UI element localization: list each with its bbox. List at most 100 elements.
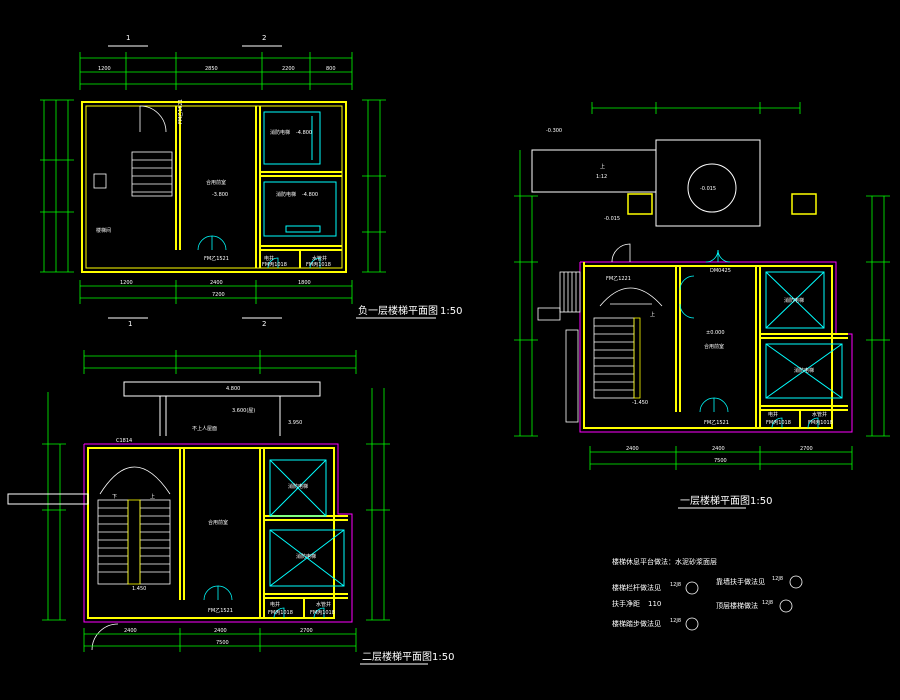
room-label-elevator-2-second: 消防电梯 (296, 553, 316, 560)
grid-label-1-bottom: 1 (128, 320, 132, 328)
room-label-hall-second: 合用前室 (208, 519, 228, 526)
room-label-stair: 楼梯间 (96, 227, 111, 234)
note-line-2-label: 楼梯栏杆做法见 (612, 583, 661, 592)
outline-first (579, 261, 853, 433)
up-label-stair: 上 (650, 311, 655, 318)
detail-callout-6 (685, 617, 699, 631)
door-label-well-2-second: FM丙1018 (310, 610, 335, 616)
door-label-elev-first: DM0425 (710, 268, 731, 274)
plan-first: -0.300 -0.015 上 1:12 -0.015 (514, 102, 890, 509)
door-label-hall-second: FM乙1521 (208, 607, 233, 614)
plan-second-title: 二层楼梯平面图 (362, 650, 432, 663)
level-entry: -0.015 (604, 216, 620, 222)
door-label-well-1: FM丙1018 (262, 262, 287, 268)
door-label-stair: FM乙1221 (606, 275, 631, 282)
up-label-ramp: 上 (600, 163, 605, 170)
note-roof: 不上人屋面 (192, 425, 217, 432)
grid-label-2-top: 2 (262, 34, 266, 42)
room-label-hall: 合用前室 (206, 179, 226, 186)
grid-label-1-top: 1 (126, 34, 130, 42)
dimension-chain-first-top (591, 102, 801, 114)
level-hall-second: 3.950 (288, 420, 302, 426)
canopy-first (531, 139, 761, 227)
plan-second-scale: 1:50 (432, 652, 454, 663)
well-label-1-second: 电井 (270, 601, 280, 608)
level-stair: -1.450 (632, 400, 648, 406)
plan-basement-title: 负一层楼梯平面图 (358, 304, 438, 317)
well-label-2-second: 水管井 (316, 601, 331, 608)
dim-bottom-1: 1200 (120, 280, 133, 286)
dimension-chain-left (40, 99, 74, 273)
well-label-2: 水管井 (312, 255, 327, 262)
level-roof: 3.600(屋) (232, 408, 255, 414)
dim-second-bottom-total: 7500 (216, 640, 229, 646)
room-label-elevator-2-first: 消防电梯 (794, 367, 814, 374)
note-line-6-ref: 12J8 (670, 618, 681, 624)
note-line-4-ref: 12J8 (772, 576, 783, 582)
dimension-chain-top (79, 52, 353, 90)
dimension-chain-first-left (514, 150, 538, 437)
dim-top-4: 800 (326, 66, 336, 72)
dimension-chain-right (362, 99, 386, 273)
plan-first-title: 一层楼梯平面图 (680, 494, 750, 507)
doors-first (611, 243, 819, 429)
dim-top-2: 2850 (205, 66, 218, 72)
dim-bottom-total: 7200 (212, 292, 225, 298)
door-label-hall-first: FM乙1521 (704, 419, 729, 426)
level-stair-second: 1.450 (132, 586, 146, 592)
dim-bottom-3: 1800 (298, 280, 311, 286)
notes-block: 楼梯休息平台做法：水泥砂浆面层 楼梯栏杆做法见 12J8 扶手净距 110 楼梯… (612, 557, 803, 631)
note-line-2-ref: 12J8 (670, 582, 681, 588)
room-label-elevator-1-first: 消防电梯 (784, 297, 804, 304)
steps-first-left (537, 271, 581, 423)
detail-callout-7 (779, 599, 793, 613)
level-hall: -3.800 (212, 192, 228, 198)
door-label-hall: FM乙1521 (204, 255, 229, 262)
detail-callout-4 (789, 575, 803, 589)
dim-second-bottom-2: 2400 (214, 628, 227, 634)
room-label-elevator-1: 消防电梯 (270, 129, 290, 136)
dim-first-bottom-total: 7500 (714, 458, 727, 464)
room-label-elevator-2: 消防电梯 (276, 191, 296, 198)
door-label-well-1-first: FM丙1018 (766, 420, 791, 426)
plan-first-scale: 1:50 (750, 496, 772, 507)
note-line-6-label: 楼梯踏步做法见 (612, 619, 661, 628)
room-label-elevator-1-second: 消防电梯 (288, 483, 308, 490)
detail-callout-2 (685, 581, 699, 595)
canopy-second (123, 381, 321, 436)
room-label-hall-first: 合用前室 (704, 343, 724, 350)
dim-first-bottom-1: 2400 (626, 446, 639, 452)
columns-first (627, 193, 817, 215)
stair-second (97, 466, 171, 585)
down-label-stair: 下 (112, 494, 117, 500)
doors-second (203, 585, 325, 619)
elevator-shafts-second (269, 459, 345, 587)
door-label-elev-second: C1814 (116, 438, 132, 444)
level-top: -0.015 (700, 186, 716, 192)
walls-basement (81, 101, 347, 273)
dim-top-1: 1200 (98, 66, 111, 72)
note-line-1: 楼梯休息平台做法：水泥砂浆面层 (612, 557, 717, 566)
doors-basement (197, 235, 321, 269)
plan-second: 4.800 3.600(屋) 不上人屋面 3.950 C1814 (7, 350, 454, 665)
level-canopy: 4.800 (226, 386, 240, 392)
dim-first-bottom-3: 2700 (800, 446, 813, 452)
stair-basement (93, 105, 173, 197)
door-label-well-2: FM丙1018 (306, 262, 331, 268)
door-hall-vertical: FM乙1521 (177, 99, 184, 124)
elevator-shafts-basement (263, 111, 337, 237)
dim-first-bottom-2: 2400 (712, 446, 725, 452)
dim-second-bottom-1: 2400 (124, 628, 137, 634)
level-pit-1: -4.800 (296, 130, 312, 136)
dimension-chain-first-right (866, 195, 890, 437)
well-label-2-first: 水管井 (812, 411, 827, 418)
door-label-well-1-second: FM丙1018 (268, 610, 293, 616)
grid-label-2-bottom: 2 (262, 320, 266, 328)
note-line-5-label: 扶手净距 (612, 599, 640, 608)
dimension-chain-second-top (83, 350, 357, 374)
door-label-well-2-first: FM丙1018 (808, 420, 833, 426)
dimension-chain-first-bottom (589, 446, 853, 470)
plan-basement-scale: 1:50 (440, 306, 462, 317)
walls-second (87, 447, 348, 619)
dim-top-3: 2200 (282, 66, 295, 72)
